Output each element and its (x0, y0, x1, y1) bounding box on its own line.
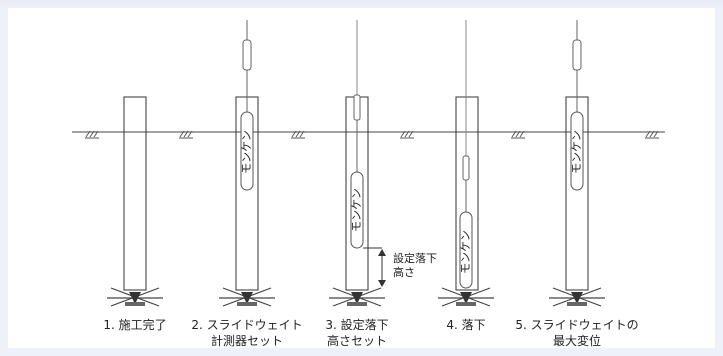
arrow-head-down (378, 280, 386, 287)
caption-4: 4. 落下 (446, 318, 485, 332)
pile-base-5 (549, 287, 605, 307)
top-band (0, 0, 723, 8)
stage-2: モンケン (219, 20, 275, 307)
pile-base-2 (219, 287, 275, 307)
pile-base-4 (438, 287, 494, 307)
stage-3: モンケン 設定落下 高さ (329, 20, 437, 307)
drop-height-label-1: 設定落下 (393, 251, 437, 265)
ground-hatch-6 (645, 130, 659, 139)
pile-base-3 (329, 287, 385, 307)
probe-label-4: モンケン (459, 230, 472, 274)
caption-2-line2: 計測器セット (211, 333, 283, 348)
probe-top-2 (242, 39, 252, 71)
caption-5-line2: 最大変位 (553, 333, 601, 348)
ground-hatches (85, 130, 659, 139)
probe-top-4 (462, 155, 470, 181)
probe-top-5 (572, 39, 582, 71)
pile-1 (123, 96, 147, 291)
arrow-head-up (378, 249, 386, 256)
caption-1: 1. 施工完了 (103, 317, 166, 332)
caption-2-line1: 2. スライドウェイト (191, 318, 302, 332)
probe-label-5: モンケン (570, 130, 583, 174)
ground-hatch-3 (291, 130, 305, 139)
ground-hatch-2 (179, 130, 193, 139)
pile-base-1 (107, 287, 163, 307)
stage-5: モンケン (549, 20, 605, 307)
stage-4: モンケン (438, 20, 494, 307)
caption-5-line1: 5. スライドウェイトの (515, 318, 638, 332)
ground-hatch-1 (85, 130, 99, 139)
caption-3-line2: 高さセット (327, 333, 387, 348)
weight-3 (350, 171, 364, 249)
probe-top-3 (353, 94, 361, 121)
pile-4 (455, 96, 479, 291)
drop-height-label-2: 高さ (393, 265, 415, 279)
probe-label-3: モンケン (350, 188, 363, 232)
weight-5 (570, 111, 584, 191)
caption-3-line1: 3. 設定落下 (325, 317, 388, 332)
weight-2 (240, 111, 254, 191)
weight-4 (459, 211, 473, 289)
ground-hatch-4 (400, 130, 414, 139)
probe-label-2: モンケン (240, 130, 253, 174)
stage-1 (107, 96, 163, 307)
ground-hatch-5 (511, 130, 525, 139)
